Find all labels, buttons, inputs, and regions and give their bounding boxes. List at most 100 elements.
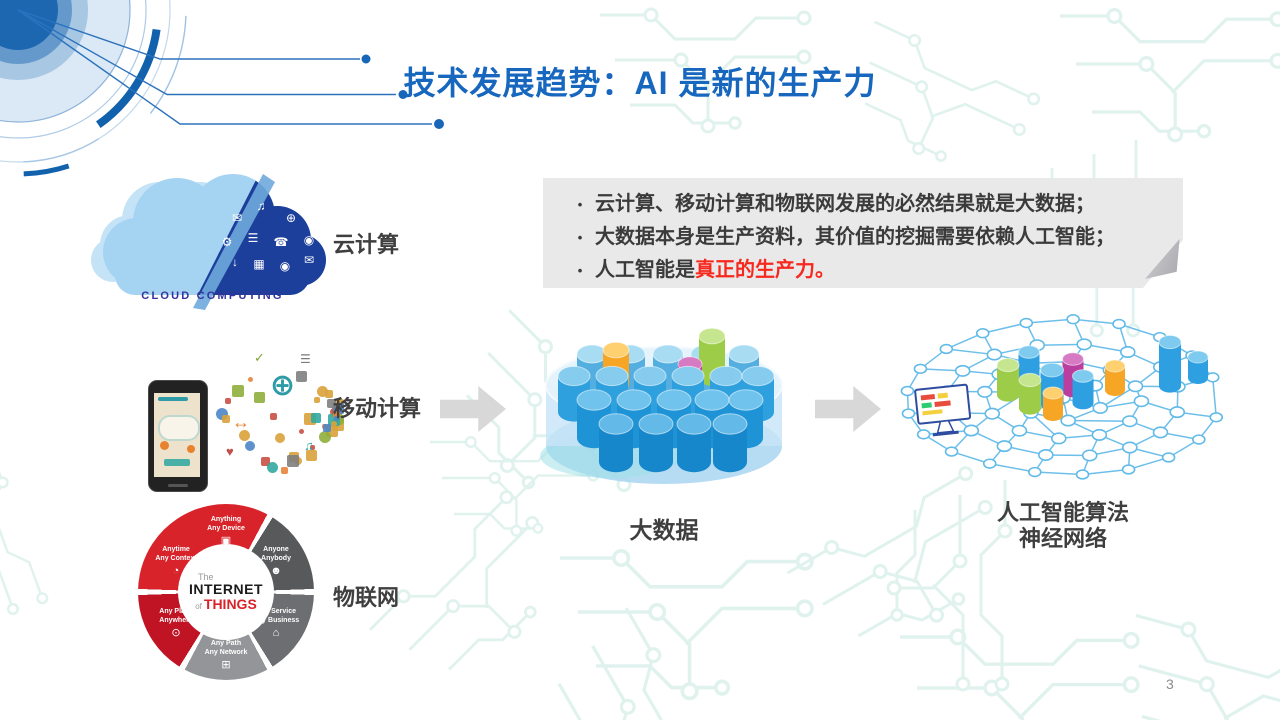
network-node: [1050, 432, 1067, 445]
label-ai: 人工智能算法 神经网络: [963, 500, 1163, 552]
factory-icon: ⌂: [272, 626, 280, 639]
cloud-app-icon: ⊕: [286, 211, 296, 225]
screen-bar: [158, 397, 188, 401]
segment-label: Any Context: [155, 554, 197, 562]
network-node: [996, 440, 1013, 453]
network-node: [1092, 401, 1109, 414]
iot-figure: Anything Any Device ▣ Anyone Anybody ☻ A…: [138, 504, 314, 680]
network-node: [916, 429, 931, 440]
iot-the: The: [198, 572, 214, 583]
data-cylinders: [557, 327, 775, 473]
segment-label: Any Service: [255, 608, 297, 615]
segment-label: Any Device: [207, 524, 245, 532]
monitor-icon: [914, 383, 972, 437]
network-cylinder: [1018, 372, 1042, 415]
network-node: [1091, 428, 1108, 441]
iot-segment-place: Any Place Anywhere ⊙: [144, 608, 208, 640]
iot-segment-anything: Anything Any Device ▣: [194, 516, 258, 548]
page-title: 技术发展趋势：AI 是新的生产力: [403, 65, 877, 101]
network-cylinders: [996, 334, 1209, 421]
network-cylinder: [996, 357, 1020, 402]
label-iot: 物联网: [333, 585, 400, 610]
iot-segment-service: Any Service Any Business ⌂: [244, 608, 308, 640]
spray-dot: [311, 413, 321, 423]
screen-cloud-graphic: [158, 415, 200, 441]
network-node: [1066, 314, 1080, 325]
label-cloud-computing: 云计算: [333, 232, 400, 257]
bullet-text: 大数据本身是生产资料，其价值的挖掘需要依赖人工智能；: [595, 226, 1115, 248]
big-data-figure: [540, 327, 783, 484]
network-node: [1121, 415, 1138, 428]
blue-cylinder: [676, 413, 712, 473]
bullet-text: 云计算、移动计算和物联网发展的必然结果就是大数据；: [595, 193, 1095, 215]
neural-network-figure: [900, 314, 1224, 480]
network-node: [901, 408, 916, 419]
home-button: [168, 484, 188, 487]
label-ai-line1: 人工智能算法: [996, 500, 1129, 525]
bullet-text-prefix: 人工智能是: [595, 259, 695, 281]
device-icon: ▣: [220, 534, 232, 547]
spray-dot: [319, 431, 331, 443]
cloud-icon-panel: ✉♫⊕⚙☰☎◉↓▦◉✉: [222, 199, 315, 273]
spray-dot: [314, 397, 320, 403]
cloud-app-icon: ◉: [280, 259, 290, 273]
network-node: [1122, 441, 1138, 454]
network-cylinder: [1072, 369, 1094, 410]
segment-label: Anywhere: [159, 616, 193, 624]
spray-dot: [296, 371, 307, 382]
network-node: [1127, 380, 1144, 393]
iot-center-text: The INTERNET of THINGS: [178, 544, 274, 640]
cloud-app-icon: ✉: [232, 211, 242, 225]
smartphone: [148, 380, 208, 492]
network-node: [939, 343, 954, 355]
bullet-text: 人工智能是真正的生产力。: [595, 254, 835, 287]
network-node: [1060, 414, 1076, 427]
bullet-dot: •: [577, 230, 583, 245]
cloud-app-icon: ☎: [274, 235, 289, 249]
spray-icon: ♥: [226, 444, 234, 459]
bullet-item: • 大数据本身是生产资料，其价值的挖掘需要依赖人工智能；: [565, 221, 1183, 254]
spray-icon: ↔: [232, 412, 250, 432]
network-node: [1161, 452, 1176, 463]
network-node: [900, 385, 915, 397]
icon-spray: ⊕↔✓♥☰♫: [206, 335, 344, 487]
spray-dot: [310, 445, 315, 450]
network-node: [963, 424, 980, 437]
network-node: [1038, 448, 1054, 461]
iot-internet: INTERNET: [189, 581, 263, 598]
spray-dot: [317, 386, 328, 397]
spray-dot: [245, 441, 255, 451]
spray-dot: [323, 424, 331, 432]
corner-decoration: [0, 0, 444, 177]
spray-icon: ✓: [254, 350, 265, 365]
bullet-dot: •: [577, 197, 583, 212]
network-node: [1191, 434, 1206, 445]
spray-dot: [275, 433, 285, 443]
network-node: [954, 364, 971, 377]
network-icon: ⊞: [221, 658, 231, 671]
iot-things: THINGS: [203, 596, 257, 612]
label-ai-line2: 神经网络: [1018, 526, 1107, 551]
network-node: [975, 328, 990, 339]
spray-dot: [331, 421, 337, 427]
iot-segment-path: Any Path Any Network ⊞: [194, 640, 258, 672]
network-node: [1027, 466, 1042, 478]
network-node: [1075, 469, 1090, 480]
network-node: [1209, 412, 1224, 423]
key-points-box: • 云计算、移动计算和物联网发展的必然结果就是大数据； • 大数据本身是生产资料…: [543, 178, 1183, 288]
iot-segment-anytime: Anytime Any Context ◔: [144, 546, 208, 578]
spray-dot: [254, 392, 265, 403]
cloud-caption: CLOUD COMPUTING: [141, 290, 284, 302]
cloud-app-icon: ✉: [304, 253, 314, 267]
cloud-app-icon: ♫: [257, 199, 266, 213]
spray-dot: [287, 455, 299, 467]
screen-dot: [160, 441, 169, 450]
network-node: [1152, 426, 1169, 439]
blue-cylinder: [712, 413, 748, 473]
network-node: [944, 446, 959, 457]
spray-dot: [333, 411, 340, 418]
iot-segment-anyone: Anyone Anybody ☻: [244, 546, 308, 578]
network-node: [984, 407, 1001, 420]
highlight-text: 真正的生产力。: [695, 259, 835, 281]
label-big-data: 大数据: [629, 517, 699, 543]
